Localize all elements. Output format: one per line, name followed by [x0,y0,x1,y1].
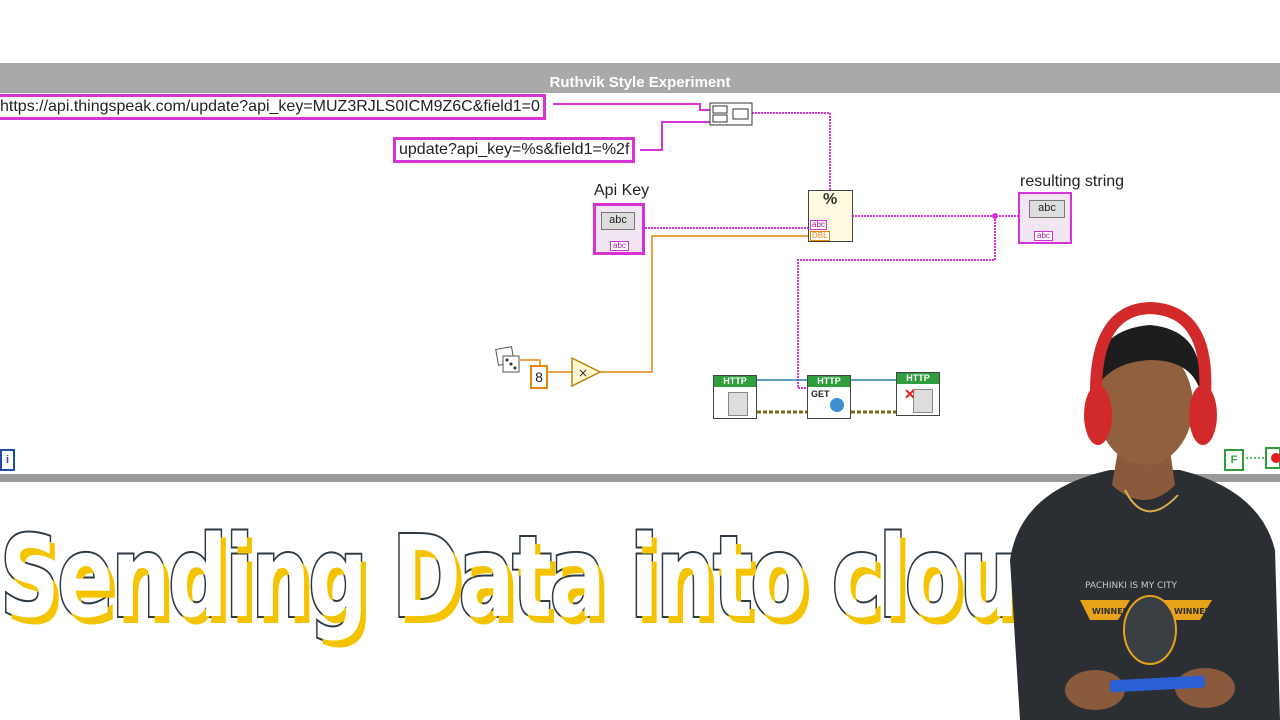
info-icon[interactable]: i [0,449,15,471]
result-indicator-value: abc [1029,200,1065,218]
wire-numeric [600,235,808,373]
format-node-input-string: abc [810,220,827,230]
banner-headline: Sending Data into cloud [0,511,1077,645]
wire-result-to-get [797,216,996,389]
http-header: HTTP [808,376,850,387]
api-key-control[interactable]: abc abc [593,203,645,255]
globe-icon [830,398,844,412]
wire-format [640,121,710,151]
numeric-constant[interactable]: 8 [530,365,548,389]
close-icon: ✕ [904,386,916,402]
resulting-string-indicator[interactable]: abc abc [1018,192,1072,244]
format-string-constant[interactable]: update?api_key=%s&field1=%2f [393,137,636,163]
svg-text:×: × [578,366,588,380]
multiply-node[interactable] [571,356,602,388]
result-label: resulting string [1020,173,1125,190]
format-into-string-node[interactable]: % abc DBL [808,190,853,242]
build-path-node[interactable] [709,102,753,126]
http-close-handle-node[interactable]: HTTP ✕ [896,372,940,416]
api-key-label: Api Key [594,182,650,199]
random-number-icon[interactable] [495,346,520,373]
boolean-constant[interactable]: F [1224,449,1244,471]
document-icon [728,392,748,416]
url-string-constant[interactable]: https://api.thingspeak.com/update?api_ke… [0,94,546,120]
wire-url [553,103,710,111]
shirt-text: PACHINKI IS MY CITY [1085,581,1177,591]
http-get-node[interactable]: HTTP GET [807,375,851,419]
document-close-icon [913,389,933,413]
http-header: HTTP [714,376,756,387]
format-node-symbol: % [823,191,838,208]
get-label: GET [811,389,830,399]
svg-text:WINNER: WINNER [1092,607,1129,616]
presenter-photo: PACHINKI IS MY CITY WINNER WINNER [1010,301,1280,720]
http-open-handle-node[interactable]: HTTP [713,375,757,419]
stop-button-icon[interactable] [1265,447,1280,469]
wire-path-out [752,112,831,190]
api-key-control-value: abc [601,212,635,230]
window-title: Ruthvik Style Experiment [0,63,1280,93]
svg-text:WINNER: WINNER [1174,607,1211,616]
http-header: HTTP [897,373,939,384]
format-node-input-dbl: DBL [810,231,830,241]
window-bottom-edge [0,474,1280,482]
